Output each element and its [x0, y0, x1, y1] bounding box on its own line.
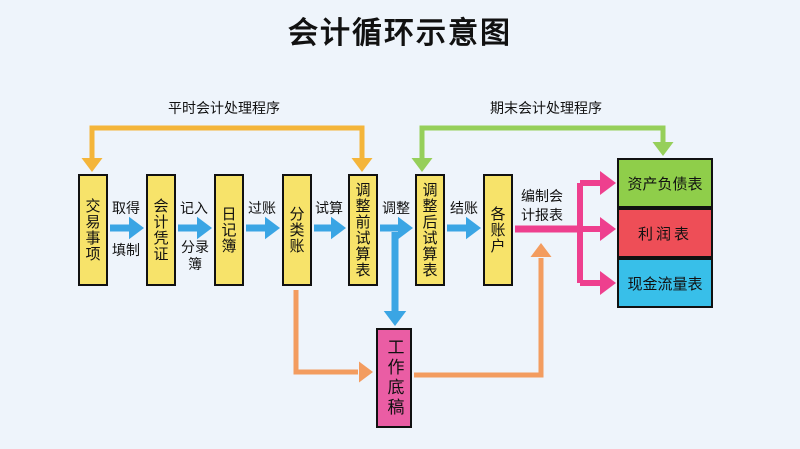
- step-ledger: 分类账: [282, 174, 312, 286]
- report-arrowhead-income: [600, 217, 616, 241]
- flow-arrowhead-obtain: [129, 216, 144, 240]
- report-arrowhead-cash: [600, 271, 616, 295]
- step-trial-after-label: 调整后试算表: [420, 182, 439, 278]
- arrow-label-prepare-1: 编制会: [521, 189, 563, 205]
- statement-income-label: 利润表: [637, 224, 692, 243]
- regular-routine-label: 平时会计处理程序: [168, 101, 280, 117]
- flow-arrowhead-record: [197, 216, 212, 240]
- step-transactions-label: 交易事项: [83, 198, 102, 262]
- regular-routine-head-right: [351, 158, 373, 172]
- step-accounts: 各账户: [483, 174, 513, 286]
- statement-cash-flow: 现金流量表: [617, 258, 713, 308]
- report-arrowhead-bs: [600, 171, 616, 195]
- arrow-label-trial: 试算: [315, 201, 343, 217]
- step-worksheet-label: 工作底稿: [383, 338, 404, 418]
- flow-arrowhead-to-worksheet: [383, 311, 407, 326]
- statement-balance-sheet: 资产负债表: [617, 158, 713, 208]
- step-trial-after: 调整后试算表: [415, 174, 445, 286]
- period-end-head-right: [652, 142, 674, 156]
- period-end-head-left: [411, 158, 433, 172]
- flow-arrowhead-post: [265, 216, 280, 240]
- step-voucher-label: 会计凭证: [151, 198, 170, 262]
- statement-balance-sheet-label: 资产负债表: [627, 174, 703, 193]
- step-voucher: 会计凭证: [146, 174, 176, 286]
- worksheet-out-arrow: [414, 258, 544, 378]
- step-accounts-label: 各账户: [488, 206, 507, 254]
- arrow-label-journalize: 分录簿: [181, 240, 209, 273]
- arrow-label-record: 记入: [180, 201, 208, 217]
- flow-arrowhead-adjust: [398, 216, 413, 240]
- step-worksheet: 工作底稿: [376, 328, 412, 428]
- arrow-label-prepare-2: 计报表: [521, 208, 563, 224]
- step-trial-before-label: 调整前试算表: [353, 182, 372, 278]
- worksheet-in-arrowhead: [359, 361, 373, 383]
- arrow-label-adjust: 调整: [382, 201, 410, 217]
- flow-arrowhead-trial: [331, 216, 346, 240]
- regular-routine-loop: [89, 125, 365, 164]
- step-transactions: 交易事项: [78, 174, 108, 286]
- step-ledger-label: 分类账: [287, 206, 306, 254]
- period-end-routine-label: 期末会计处理程序: [490, 101, 602, 117]
- arrow-label-fill: 填制: [112, 243, 140, 259]
- worksheet-out-arrowhead: [530, 243, 552, 257]
- arrow-label-post: 过账: [248, 201, 276, 217]
- step-trial-before: 调整前试算表: [348, 174, 378, 286]
- arrow-label-obtain: 取得: [112, 201, 140, 217]
- worksheet-in-arrow: [293, 290, 358, 375]
- arrow-label-close: 结账: [450, 201, 478, 217]
- step-journal-label: 日记簿: [219, 206, 238, 254]
- period-end-loop: [419, 125, 666, 164]
- statement-income: 利润表: [617, 208, 713, 258]
- diagram-title: 会计循环示意图: [288, 16, 512, 51]
- flow-arrowhead-close: [466, 216, 481, 240]
- step-journal: 日记簿: [214, 174, 244, 286]
- statement-cash-flow-label: 现金流量表: [627, 274, 703, 293]
- regular-routine-head-left: [81, 158, 103, 172]
